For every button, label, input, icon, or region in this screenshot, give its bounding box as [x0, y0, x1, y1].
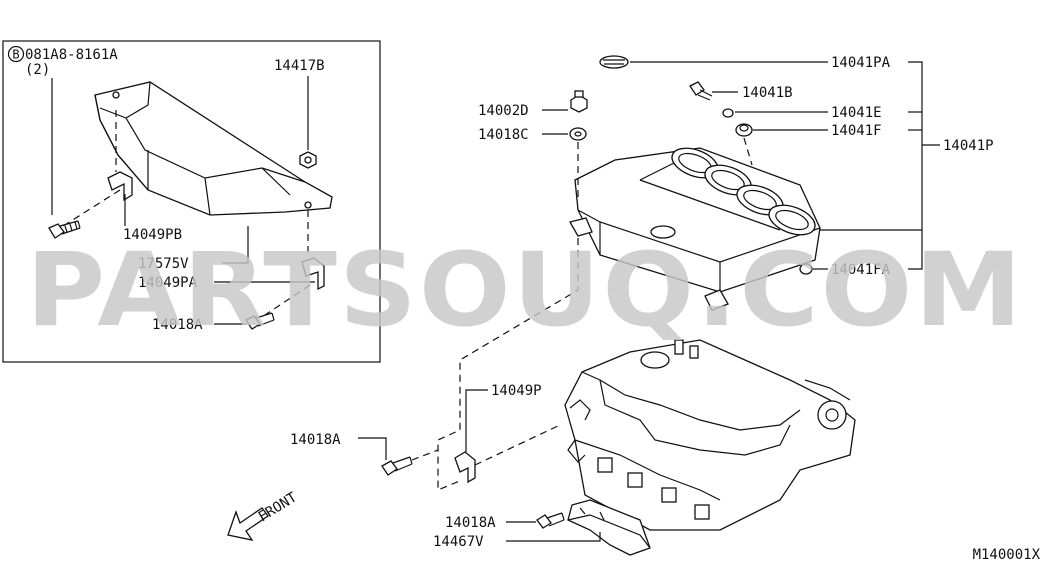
- label-14018a-inset[interactable]: 14018A: [152, 317, 203, 333]
- shield-14467v-drawing: [567, 499, 651, 556]
- washer-14018c-drawing: [569, 127, 587, 141]
- leader-17575v: [222, 226, 249, 264]
- front-arrow-icon: [227, 507, 269, 541]
- diagram-code: M140001X: [973, 547, 1041, 563]
- label-14049p[interactable]: 14049P: [491, 383, 542, 399]
- label-14041pa[interactable]: 14041PA: [831, 55, 891, 71]
- bracket-14049pa-drawing: [301, 257, 325, 291]
- bolt-quantity: (2): [25, 62, 50, 78]
- guide-bolt-left: [411, 449, 439, 461]
- grommet-14041f-drawing: [735, 123, 753, 137]
- bolt-part-code[interactable]: 081A8-8161A: [25, 47, 118, 63]
- inset-panel: B 081A8-8161A (2): [2, 40, 381, 363]
- bracket-14049p-drawing: [454, 451, 476, 484]
- heat-shield-drawing: [94, 81, 333, 216]
- label-14041e[interactable]: 14041E: [831, 105, 882, 121]
- label-14041fa[interactable]: 14041FA: [831, 262, 891, 278]
- grommet-14041fa-drawing: [799, 263, 813, 275]
- label-14049pb[interactable]: 14049PB: [123, 227, 182, 243]
- bolt-14018a-bottom-drawing: [536, 512, 565, 529]
- label-14018a-bottom[interactable]: 14018A: [445, 515, 496, 531]
- label-14018a-left[interactable]: 14018A: [290, 432, 341, 448]
- engine-block-drawing: [564, 339, 856, 531]
- label-14002d[interactable]: 14002D: [478, 103, 529, 119]
- label-14018c[interactable]: 14018C: [478, 127, 529, 143]
- inset-border: [2, 40, 381, 363]
- filler-cap-drawing: [599, 55, 629, 69]
- guide-cover-to-bracket: [437, 238, 579, 491]
- guide-grommet: [743, 137, 753, 166]
- bolt-14018a-inset-drawing: [245, 312, 275, 330]
- label-14041b[interactable]: 14041B: [742, 85, 793, 101]
- label-14041f[interactable]: 14041F: [831, 123, 882, 139]
- label-14041p[interactable]: 14041P: [943, 138, 994, 154]
- guide-bolt-inset: [59, 189, 121, 229]
- washer-14041e-drawing: [722, 108, 734, 118]
- guide-bolt-pa: [264, 284, 311, 316]
- label-14467v[interactable]: 14467V: [433, 534, 484, 550]
- leader-14467v: [506, 532, 601, 542]
- watermark-text: PARTSOUQ.COM: [26, 231, 1024, 350]
- label-14049pa[interactable]: 14049PA: [138, 275, 198, 291]
- circled-b-icon: [7, 45, 25, 63]
- front-arrow: FRONT: [227, 489, 301, 541]
- label-14417b[interactable]: 14417B: [274, 58, 325, 74]
- leader-14049p: [465, 389, 488, 452]
- nut-14417b-drawing: [299, 151, 317, 169]
- front-label: FRONT: [256, 489, 301, 525]
- bolt-14018a-left-drawing: [381, 456, 413, 476]
- label-17575v[interactable]: 17575V: [138, 256, 189, 272]
- engine-cover-drawing: [569, 147, 821, 311]
- bolt-14041b-drawing: [689, 81, 713, 101]
- bracket-14049pb-drawing: [107, 171, 133, 202]
- bolt-prefix-letter[interactable]: B: [12, 48, 19, 62]
- guide-bracket-engine: [474, 424, 561, 466]
- bolt-14002d-drawing: [570, 90, 588, 113]
- leader-14018a-left: [358, 437, 387, 460]
- bolt-inset-drawing: [48, 220, 81, 239]
- bracket-group-14041p: [908, 61, 923, 270]
